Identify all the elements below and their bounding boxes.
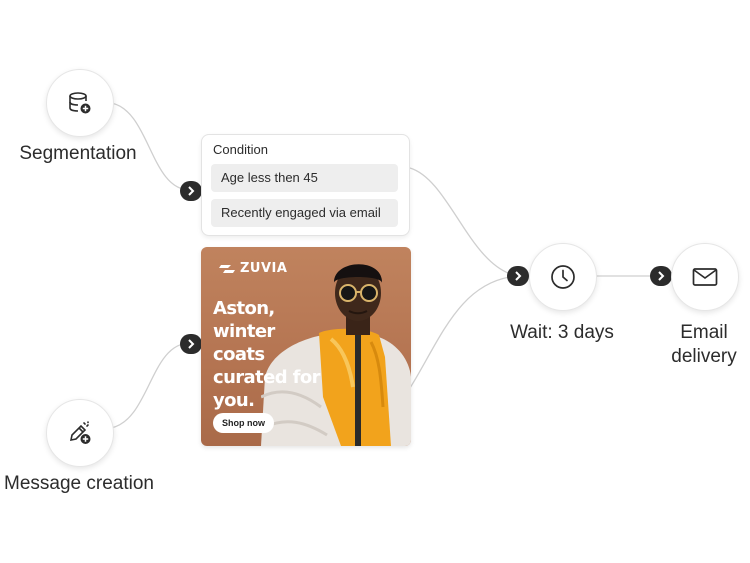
shop-now-button[interactable]: Shop now [213,413,274,433]
condition-card[interactable]: Condition Age less then 45 Recently enga… [201,134,410,236]
ad-headline-line: you. [213,390,255,411]
message-creation-node[interactable] [46,399,114,467]
segmentation-label: Segmentation [19,143,137,164]
ad-headline-line: Aston, [213,298,275,319]
mail-icon [692,268,718,286]
ad-headline-line: winter coats [213,321,275,365]
ad-headline: Aston, winter coats curated for you. [213,297,325,412]
connector-condition-to-wait [409,167,519,277]
brand-logo-icon [219,264,235,273]
chevron-right-icon [515,271,522,281]
edit-add-icon [69,421,91,444]
condition-rule-email-engagement[interactable]: Recently engaged via email [211,199,398,227]
chevron-right-icon [658,271,665,281]
message-creation-label: Message creation [4,473,154,494]
clock-icon [551,265,575,289]
model-image [261,264,411,446]
email-delivery-node[interactable] [671,243,739,311]
ad-headline-line: curated for [213,367,321,388]
ad-creative-card[interactable]: ZUVIA Aston, winter coats curated for yo… [201,247,411,446]
connector-badge-email [650,266,672,286]
condition-rule-age[interactable]: Age less then 45 [211,164,398,192]
chevron-right-icon [188,339,195,349]
ad-brand-name: ZUVIA [240,261,288,276]
email-delivery-label-line: Email [680,322,728,343]
segmentation-node[interactable] [46,69,114,137]
email-delivery-label: Email delivery [659,321,749,369]
connector-badge-condition [180,181,202,201]
ad-brand: ZUVIA [219,261,287,276]
email-delivery-label-line: delivery [671,346,737,367]
chevron-right-icon [188,186,195,196]
connector-badge-wait [507,266,529,286]
wait-label: Wait: 3 days [510,322,614,343]
wait-node[interactable] [529,243,597,311]
condition-title: Condition [213,142,268,157]
connector-message-to-ad [110,342,191,429]
connector-badge-ad [180,334,202,354]
database-add-icon [69,92,91,114]
